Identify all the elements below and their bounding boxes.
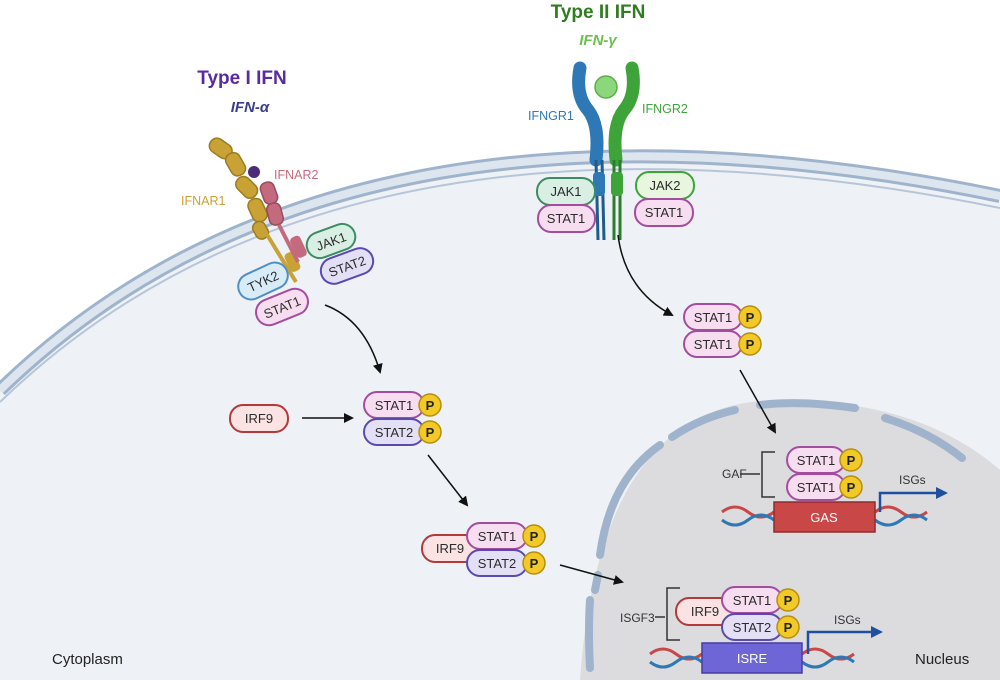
svg-text:P: P bbox=[847, 453, 856, 468]
isgf3-complex-cytoplasm: IRF9 STAT1 P STAT2 P bbox=[421, 522, 546, 577]
stat1-stat2-dimer-phospho: STAT1 P STAT2 P bbox=[363, 391, 442, 446]
svg-text:STAT1: STAT1 bbox=[547, 211, 586, 226]
stat2-pill-type1-receptor: STAT2 bbox=[319, 247, 375, 285]
svg-text:P: P bbox=[530, 556, 539, 571]
arrow-type1-to-dimer bbox=[324, 304, 383, 374]
ifn-gamma-ligand bbox=[594, 75, 618, 99]
svg-text:P: P bbox=[847, 480, 856, 495]
isre-box bbox=[701, 642, 803, 674]
svg-text:IRF9: IRF9 bbox=[436, 541, 464, 556]
ifn-alpha-label: IFN-α bbox=[231, 99, 270, 116]
ifngr2-label: IFNGR2 bbox=[642, 102, 688, 116]
ifnar2-label: IFNAR2 bbox=[274, 168, 319, 182]
ifn-alpha-ligand bbox=[248, 166, 260, 178]
svg-text:P: P bbox=[746, 337, 755, 352]
ifngr1-label: IFNGR1 bbox=[528, 109, 574, 123]
svg-text:STAT1: STAT1 bbox=[797, 480, 836, 495]
svg-text:P: P bbox=[530, 529, 539, 544]
stat1-dimer-phospho-cytoplasm: STAT1 P STAT1 P bbox=[683, 303, 762, 358]
isgs-label-isre: ISGs bbox=[834, 613, 861, 627]
svg-text:STAT2: STAT2 bbox=[375, 425, 414, 440]
isgs-label-gas: ISGs bbox=[899, 473, 926, 487]
isre-dna: ISRE bbox=[649, 626, 883, 674]
svg-text:P: P bbox=[746, 310, 755, 325]
cytoplasm-label: Cytoplasm bbox=[52, 651, 123, 668]
svg-text:P: P bbox=[426, 425, 435, 440]
svg-text:STAT1: STAT1 bbox=[733, 593, 772, 608]
svg-text:P: P bbox=[784, 593, 793, 608]
ifnar-receptor bbox=[208, 137, 307, 284]
stat1-pill-type2-left: STAT1 bbox=[537, 204, 596, 233]
tyk2-pill: TYK2 bbox=[237, 261, 289, 301]
svg-text:IRF9: IRF9 bbox=[691, 604, 719, 619]
gas-box bbox=[773, 501, 876, 533]
svg-text:IRF9: IRF9 bbox=[245, 411, 273, 426]
svg-text:STAT2: STAT2 bbox=[733, 620, 772, 635]
isgf3-label: ISGF3 bbox=[620, 611, 655, 625]
ifn-gamma-label: IFN-γ bbox=[579, 32, 618, 49]
svg-text:STAT1: STAT1 bbox=[645, 205, 684, 220]
arrow-dimer-to-isgf3 bbox=[427, 454, 469, 507]
svg-text:GAS: GAS bbox=[810, 510, 838, 525]
pathway-arrows bbox=[302, 234, 776, 585]
svg-text:ISRE: ISRE bbox=[737, 651, 768, 666]
gaf-complex: STAT1 P STAT1 P bbox=[740, 446, 863, 501]
jak2-pill-type2: JAK2 bbox=[635, 171, 695, 200]
svg-text:P: P bbox=[426, 398, 435, 413]
svg-text:P: P bbox=[784, 620, 793, 635]
isre-transcription-arrow bbox=[806, 626, 883, 654]
svg-text:STAT1: STAT1 bbox=[375, 398, 414, 413]
arrow-type2-to-stat1-dimer bbox=[617, 234, 674, 316]
svg-text:STAT1: STAT1 bbox=[797, 453, 836, 468]
svg-text:JAK1: JAK1 bbox=[550, 184, 581, 199]
arrow-stat1-dimer-to-gaf bbox=[739, 369, 776, 434]
isgf3-complex-nucleus: IRF9 STAT1 P STAT2 P bbox=[655, 586, 800, 641]
gas-transcription-arrow bbox=[878, 487, 948, 512]
nucleus-label: Nucleus bbox=[915, 651, 969, 668]
svg-text:STAT1: STAT1 bbox=[478, 529, 517, 544]
svg-text:STAT1: STAT1 bbox=[694, 337, 733, 352]
svg-text:STAT2: STAT2 bbox=[478, 556, 517, 571]
stat1-pill-type2-right: STAT1 bbox=[634, 198, 694, 227]
ifnar1-label: IFNAR1 bbox=[181, 194, 226, 208]
svg-text:STAT1: STAT1 bbox=[694, 310, 733, 325]
type1-ifn-title: Type I IFN bbox=[197, 68, 286, 89]
gas-dna: GAS bbox=[721, 487, 948, 533]
arrow-isgf3-to-nucleus bbox=[559, 564, 624, 585]
irf9-pill-cytoplasm: IRF9 bbox=[229, 404, 289, 433]
svg-text:JAK2: JAK2 bbox=[649, 178, 680, 193]
jak1-pill-type1: JAK1 bbox=[305, 222, 357, 260]
ifngr-receptor bbox=[572, 61, 640, 241]
type2-ifn-title: Type II IFN bbox=[551, 2, 646, 23]
jak1-pill-type2: JAK1 bbox=[536, 177, 596, 206]
gaf-label: GAF bbox=[722, 467, 747, 481]
